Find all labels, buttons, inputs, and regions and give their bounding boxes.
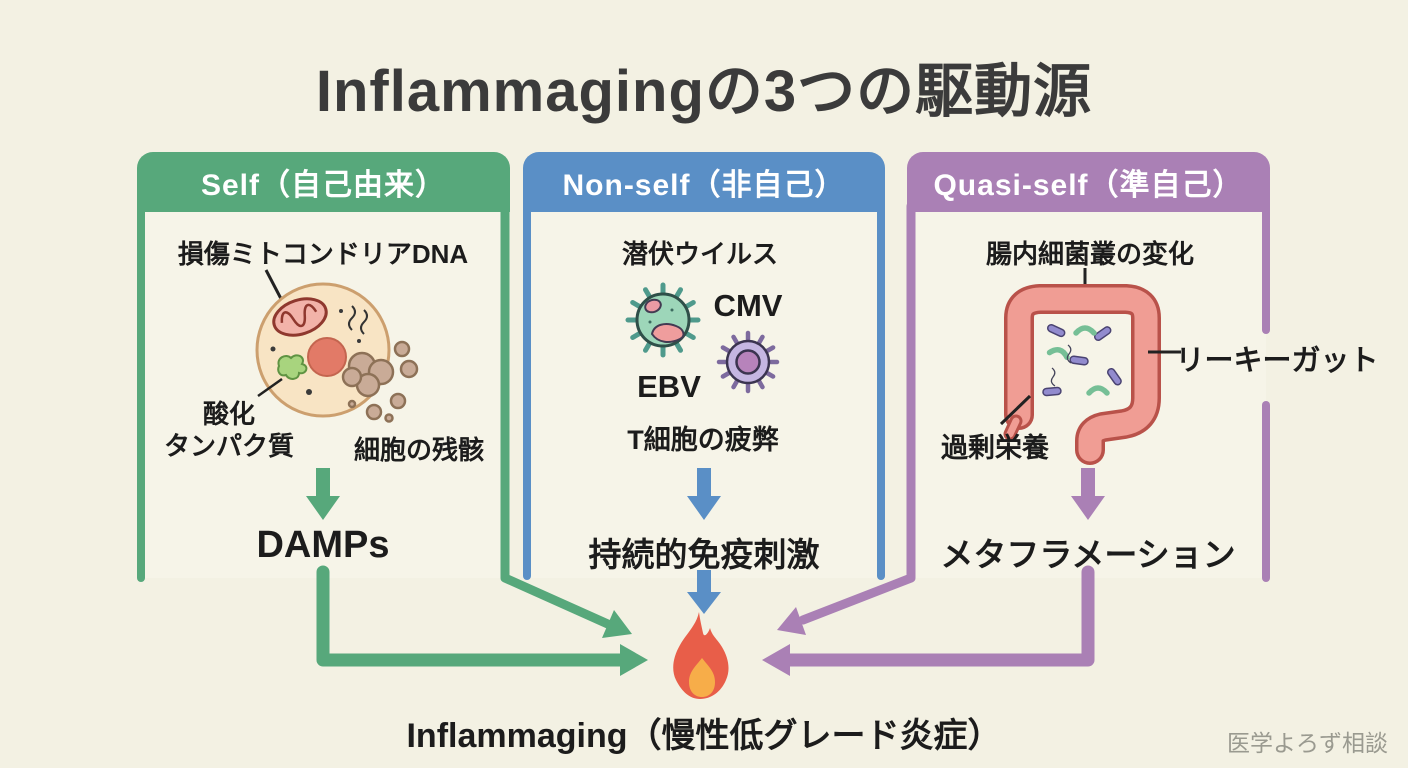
overnutrition-pointer-line	[999, 394, 1032, 426]
quasiself-down-arrow	[1071, 468, 1105, 520]
self-diagonal-arrowhead	[602, 610, 632, 638]
self-down-arrow	[306, 468, 340, 520]
colon-body	[1007, 287, 1158, 462]
nucleus-icon	[307, 337, 347, 377]
flame-outer	[673, 612, 729, 699]
cell-dot	[270, 346, 276, 352]
flame-inner	[689, 658, 715, 697]
flame-icon	[673, 612, 729, 699]
damps-elbow-arrowhead	[620, 644, 648, 676]
cell-dot	[306, 389, 312, 395]
gut-illustration	[999, 268, 1181, 465]
ebv-virus-spikes	[716, 330, 780, 394]
self-box-right-border-diagonal-arrow	[500, 201, 615, 630]
cell-illustration	[255, 269, 419, 423]
appendix-body	[1006, 417, 1020, 438]
cell-dot	[339, 309, 343, 313]
quasiself-diagonal-arrowhead	[777, 607, 806, 635]
metaflammation-elbow-arrow	[783, 565, 1095, 667]
ebv-virus-icon	[716, 330, 780, 394]
cmv-virus-spikes	[625, 282, 701, 358]
cell-dot	[357, 339, 361, 343]
damps-elbow-arrow	[316, 565, 627, 667]
cell-squiggle	[348, 305, 356, 331]
oxidized-protein-icon	[277, 354, 308, 380]
metaflammation-elbow-arrowhead	[762, 644, 790, 676]
gut-bacteria-icons	[1042, 323, 1122, 397]
nonself-down-arrow	[687, 468, 721, 520]
cell-debris-icon	[341, 340, 419, 423]
cmv-virus-icon	[625, 282, 701, 358]
nonself-to-flame-arrow	[687, 570, 721, 614]
mitochondria-icon	[272, 297, 328, 337]
quasiself-box-left-border-diagonal-arrow	[798, 201, 916, 625]
oxidized-protein-pointer-line	[257, 377, 283, 398]
cell-squiggle	[360, 309, 368, 335]
